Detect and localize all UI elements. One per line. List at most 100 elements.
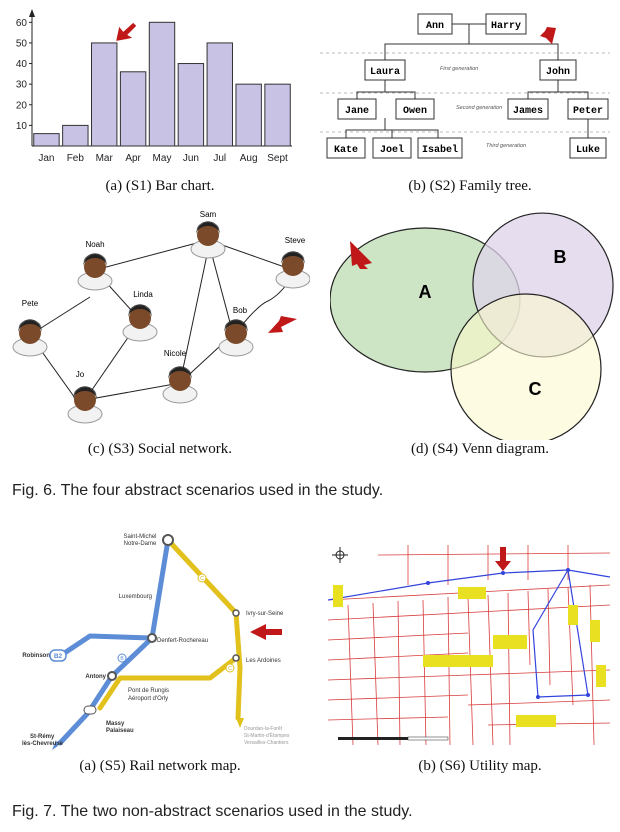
venn-panel: A B C [329,205,620,445]
svg-text:Pete: Pete [22,299,39,308]
person-node-sam: Sam [190,210,226,259]
station-label: Robinson [22,653,50,659]
bar-feb [62,124,89,147]
svg-text:Linda: Linda [133,290,153,299]
person-box-john: John [539,59,577,81]
person-box-peter: Peter [567,98,609,120]
station-label: Versailles-Chantiers [244,740,289,746]
figure-7-caption: Fig. 7. The two non-abstract scenarios u… [12,803,413,820]
person-node-noah: Noah [77,240,113,291]
station-label: Aéroport d'Orly [128,696,168,702]
y-tick-label: 40 [16,59,28,70]
svg-text:John: John [546,66,570,78]
generation-label: Third generation [486,143,526,149]
person-node-bob: Bob [218,306,254,357]
generation-label: First generation [440,66,478,72]
svg-text:B2: B2 [54,653,63,660]
highlight-arrow [268,316,297,333]
highlight-arrow [250,624,282,640]
svg-text:Harry: Harry [491,21,521,32]
family-tree-panel: First generation Second generation Third… [310,0,620,175]
person-box-james: James [507,98,549,120]
svg-text:Peter: Peter [573,106,603,117]
rail-map-panel: Saint-Michel Notre-Dame Luxembourg Ivry-… [0,518,310,753]
x-tick-label: Mar [96,153,114,164]
svg-text:Joel: Joel [380,144,404,156]
x-tick-label: Jan [38,153,54,164]
y-tick-label: 50 [16,38,28,49]
y-tick-label: 10 [16,121,28,132]
station-marker [232,654,240,662]
station-label: Saint-Michel [123,534,156,540]
parcel-lines [327,545,611,746]
x-tick-label: Jun [183,153,199,164]
family-tree: First generation Second generation Third… [320,13,610,159]
svg-text:Luke: Luke [576,144,600,156]
person-box-ann: Ann [417,13,453,35]
x-tick-label: Aug [240,153,258,164]
highlight-arrow [495,547,511,571]
station-label: St-Martin-d'Étampes [244,732,290,739]
venn-label-b: B [554,247,567,267]
station-label: Denfert-Rochereau [157,638,208,644]
station-label: Ivry-sur-Seine [246,611,284,617]
utility-nodes [426,568,590,699]
station-label: Pont de Rungis [128,688,169,694]
station-marker [107,671,117,681]
svg-text:Nicole: Nicole [164,349,187,358]
x-tick-label: Jul [213,153,226,164]
x-tick-label: Sept [267,153,288,164]
station-label: Les Ardoines [246,658,281,664]
svg-text:Bob: Bob [233,306,248,315]
station-marker [232,609,240,617]
social-network: Sam Noah Steve Pete Linda Bob Nicole Jo [12,210,311,424]
line-end-arrow [52,740,58,750]
station-label: Massy [106,721,125,727]
person-box-owen: Owen [395,98,435,120]
bar-sept [264,83,291,147]
station-marker [83,705,97,715]
venn-label-c: C [529,379,542,399]
person-box-harry: Harry [485,13,527,35]
venn-label-a: A [419,282,432,302]
line-badge-b2: B2 [49,649,67,662]
station-label: Notre-Dame [124,541,157,547]
bar-jul [206,42,233,147]
compass-icon [332,547,348,563]
svg-text:Jo: Jo [76,370,85,379]
person-box-joel: Joel [372,137,412,159]
station-label: Antony [85,674,106,680]
bar-may [148,21,176,147]
svg-text:Kate: Kate [334,145,358,156]
svg-text:Jane: Jane [345,106,369,117]
station-marker [162,534,174,546]
svg-text:Sam: Sam [200,210,217,219]
svg-text:Owen: Owen [403,106,427,117]
social-network-caption: (c) (S3) Social network. [87,441,233,457]
rail-network-map: Saint-Michel Notre-Dame Luxembourg Ivry-… [22,534,290,750]
svg-text:Ann: Ann [426,21,444,32]
y-tick-label: 30 [16,80,28,91]
generation-label: Second generation [456,105,502,111]
station-label: Dourdan-la-Forêt [244,726,283,732]
svg-text:B: B [120,656,124,662]
svg-text:Laura: Laura [370,67,400,78]
rail-map-caption: (a) (S5) Rail network map. [79,758,241,774]
x-tick-label: May [153,153,172,164]
svg-text:C: C [228,666,232,672]
station-marker [147,633,157,643]
person-box-luke: Luke [569,137,607,159]
person-node-pete: Pete [12,299,48,357]
person-node-steve: Steve [275,236,311,289]
station-label: Palaiseau [106,728,134,734]
svg-text:Noah: Noah [85,240,104,249]
venn-caption: (d) (S4) Venn diagram. [410,441,550,457]
bar-apr [119,71,147,147]
social-network-panel: Sam Noah Steve Pete Linda Bob Nicole Jo [0,205,311,440]
parcel-labels [333,585,606,727]
family-tree-caption: (b) (S2) Family tree. [408,178,532,194]
bar-mar [91,42,118,147]
venn-diagram: A B C [329,212,614,445]
